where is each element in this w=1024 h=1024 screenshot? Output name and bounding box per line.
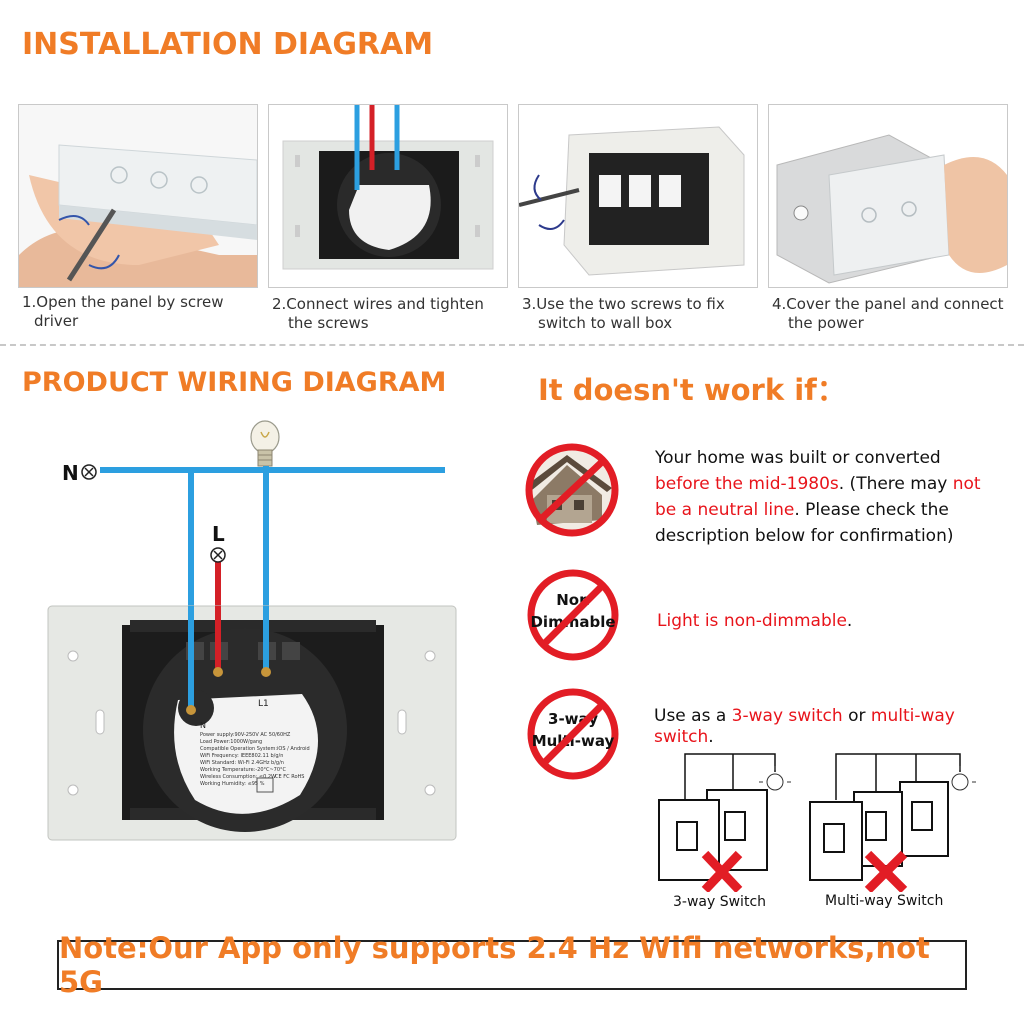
red-x-icon [864,850,908,892]
step-4-caption: 4.Cover the panel and connect the power [772,295,1004,332]
wiring-title: PRODUCT WIRING DIAGRAM [22,367,447,398]
multi-way-label: Multi-way Switch [825,893,944,909]
condition-1-text: Your home was built or converted before … [655,448,981,546]
sign-multiway-label: Multi-way [532,732,615,750]
three-way-switch-diagram [658,753,791,892]
step-3-caption: 3.Use the two screws to fix switch to wa… [522,295,725,332]
switch-backplate [47,605,457,841]
three-way-label: 3-way Switch [673,894,767,910]
step-3-image [518,104,758,288]
conditions-title: It doesn't work if： [538,373,846,407]
installation-title: INSTALLATION DIAGRAM [22,27,434,62]
svg-text:Compatible Operation System:iO: Compatible Operation System:iOS / Androi… [200,746,310,752]
condition-3-text: Use as a 3-way switch or multi-way switc… [654,706,955,747]
house-prohibited-icon [525,443,619,537]
step-1-image [18,104,258,288]
condition-2-text: Light is non-dimmable. [657,611,853,631]
light-bulb-icon [250,420,280,467]
spec-label: Power supply:90V-250V AC 50/60HZ Load Po… [200,732,310,787]
live-label: L [212,522,225,546]
step-2-caption: 2.Connect wires and tighten the screws [272,295,484,332]
svg-text:CE FC RoHS: CE FC RoHS [275,774,304,780]
neutral-label: N [62,461,79,485]
note-box: Note:Our App only supports 2.4 Hz Wifi n… [57,931,967,999]
svg-text:Load Power:1000W/gang: Load Power:1000W/gang [200,739,262,745]
step-1-caption: 1.Open the panel by screw driver [22,293,224,330]
step-4-image [768,104,1008,288]
section-divider [0,344,1024,346]
wall-box-mounting-illustration [519,105,757,287]
svg-text:Working Humidity: ≤95 %: Working Humidity: ≤95 % [200,781,265,787]
multi-way-prohibited-icon: 3-way Multi-way [527,688,619,780]
non-dimmable-prohibited-icon: Non Dimmable [527,569,619,661]
step-2-image [268,104,508,288]
note-text: Note:Our App only supports 2.4 Hz Wifi n… [59,931,930,999]
wire-connection-illustration [269,105,507,287]
svg-text:WiFi Standard: Wi-Fi 2.4GHz b/: WiFi Standard: Wi-Fi 2.4GHz b/g/n [200,760,284,766]
neutral-terminal-icon [81,464,97,480]
svg-text:Working Temperature:-20°C~70°C: Working Temperature:-20°C~70°C [200,767,287,773]
terminal-n-label: N [200,721,206,730]
cover-panel-illustration [769,105,1007,287]
bulb-icon [759,766,791,791]
red-x-icon [701,850,743,892]
hand-opening-panel-illustration [19,105,257,287]
terminal-l1-label: L1 [258,699,269,709]
svg-text:WiFi Frequency: IEEE802.11 b/g: WiFi Frequency: IEEE802.11 b/g/n [200,753,283,759]
svg-text:Power supply:90V-250V AC 50/6: Power supply:90V-250V AC 50/60HZ [200,732,291,738]
sign-dimmable-label: Dimmable [530,613,615,631]
svg-text:Wireless Consumption: ≤0.2W: Wireless Consumption: ≤0.2W [200,774,276,780]
live-terminal-icon [210,547,226,563]
multi-way-switch-diagram [809,753,976,892]
wiring-diagram: N L N L1 Power supply:90V-250V AC 50/60H… [47,420,457,841]
